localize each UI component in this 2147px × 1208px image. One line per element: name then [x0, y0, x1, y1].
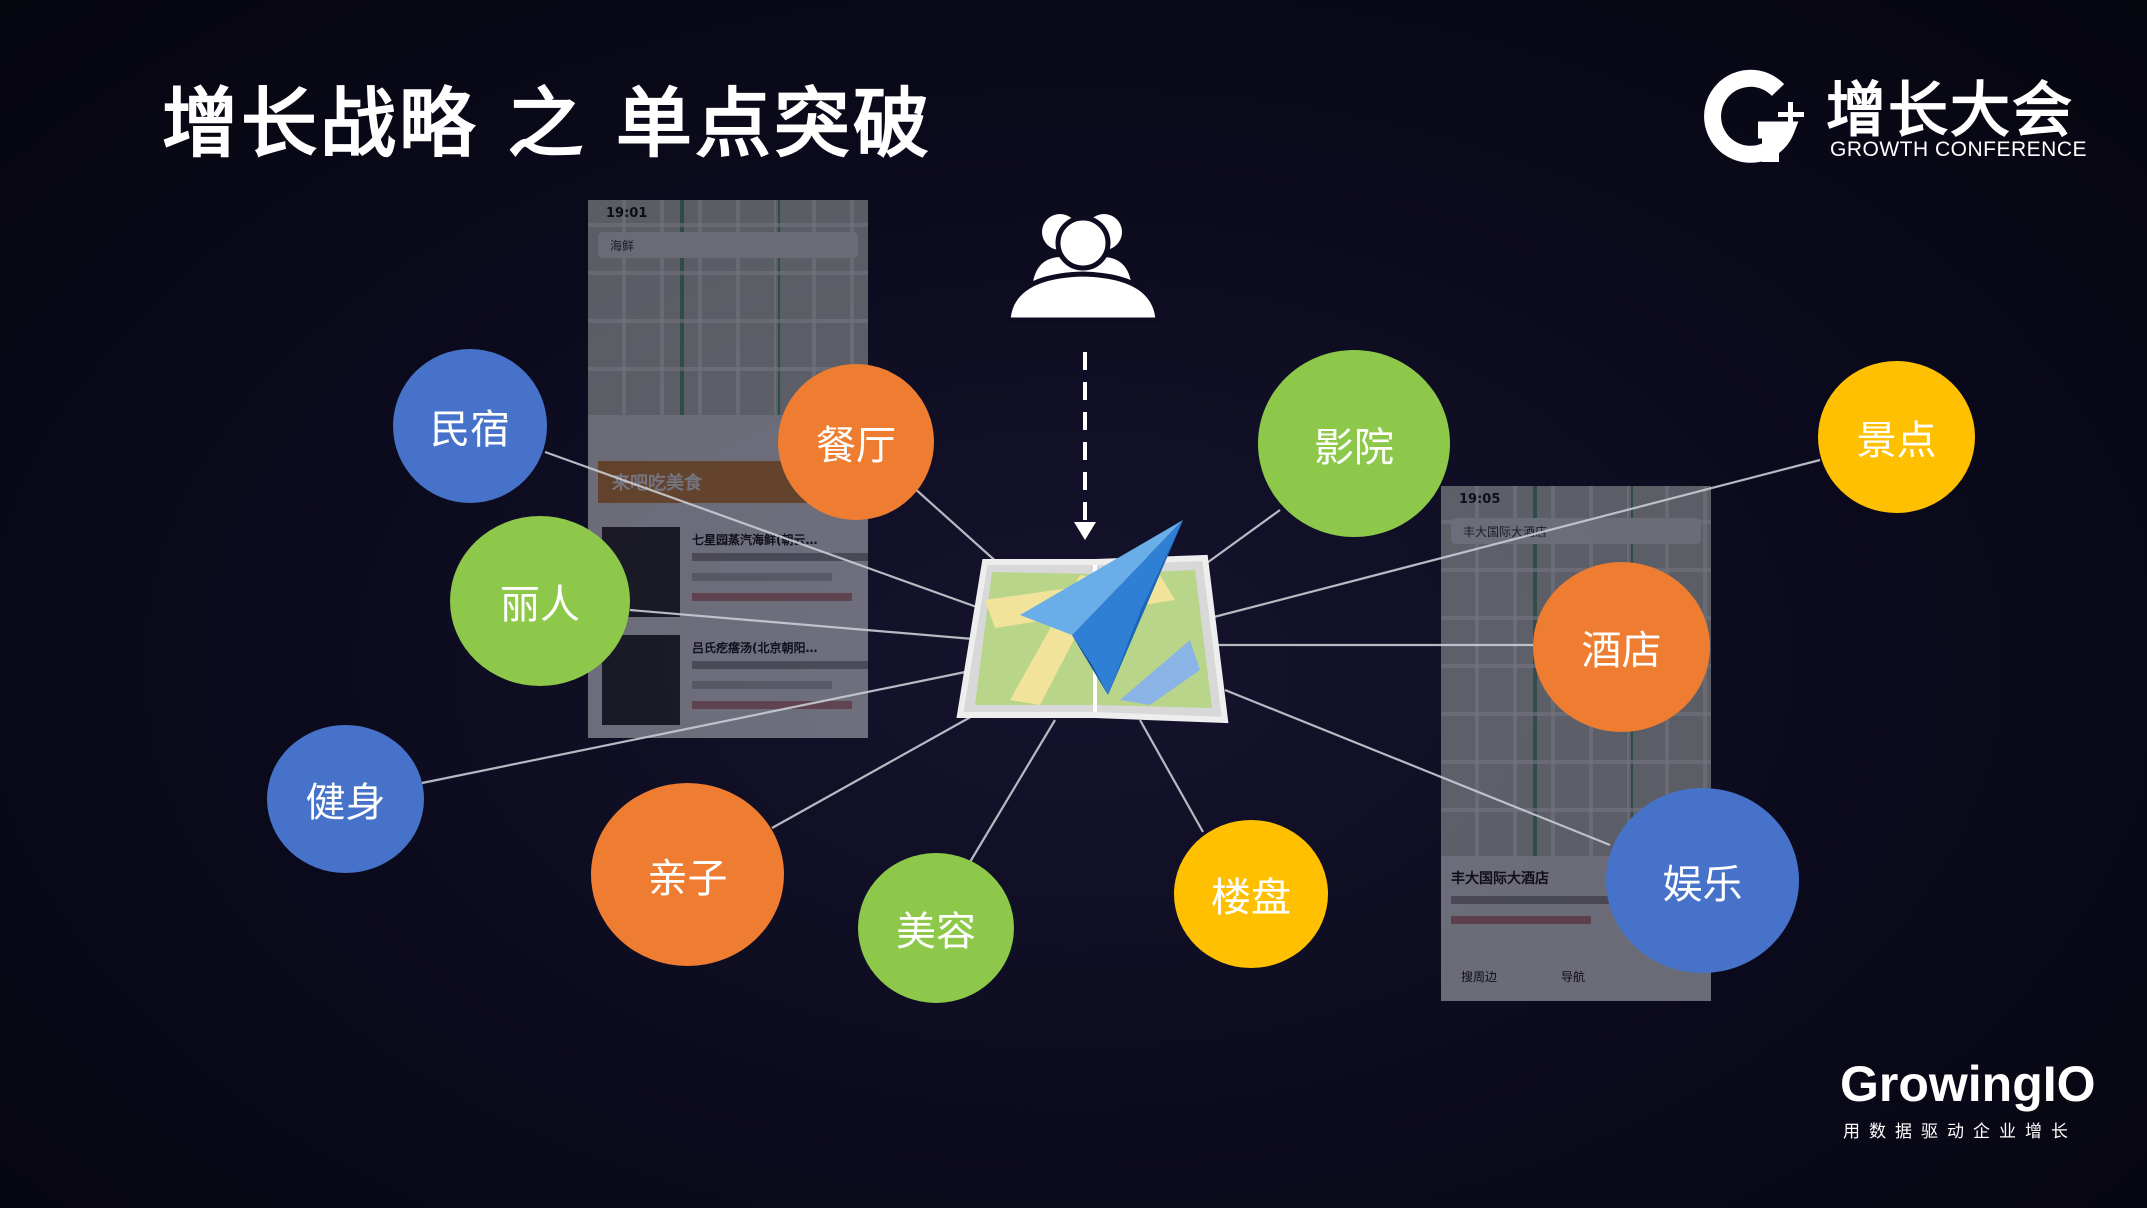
node-yule: 娱乐 — [1606, 788, 1799, 973]
listing-title: 七星园蒸汽海鲜(朝云… — [692, 533, 818, 547]
connector-line — [1139, 719, 1204, 833]
place-name: 丰大国际大酒店 — [1451, 871, 1549, 887]
connector-line — [629, 608, 986, 642]
node-jianshen: 健身 — [267, 725, 424, 873]
node-qinzi: 亲子 — [591, 783, 784, 966]
growth-conference-logo: 增长大会 GROWTH CONFERENCE — [1700, 68, 2087, 168]
connector-line — [1199, 509, 1281, 569]
node-yingyuan: 影院 — [1258, 350, 1450, 537]
connector-line — [912, 486, 1001, 566]
node-liren: 丽人 — [450, 516, 630, 686]
node-loupan: 楼盘 — [1174, 820, 1328, 968]
phone-listing-row: 吕氏疙瘩汤(北京朝阳… — [602, 635, 868, 735]
connector-line — [1224, 688, 1611, 847]
place-action-nearby: 搜周边 — [1461, 970, 1498, 984]
brand-tagline: 用数据驱动企业增长 — [1843, 1122, 2077, 1142]
listing-title: 吕氏疙瘩汤(北京朝阳… — [692, 641, 818, 655]
connector-line — [1209, 458, 1821, 620]
paper-plane-map-icon — [956, 520, 1229, 724]
listing-thumbnail — [602, 635, 680, 725]
phone-map-area — [588, 200, 868, 415]
node-jingdian: 景点 — [1818, 361, 1975, 513]
phone-status-time: 19:05 — [1459, 492, 1501, 507]
connector-line — [544, 450, 986, 612]
growth-logo-icon — [1704, 69, 1804, 163]
logo-text-cn: 增长大会 — [1826, 76, 2074, 146]
connector-line — [969, 719, 1056, 863]
place-action-navigate: 导航 — [1561, 970, 1586, 984]
node-minsu: 民宿 — [393, 349, 547, 503]
users-icon — [1005, 214, 1161, 323]
growingio-brand: GrowingIO 用数据驱动企业增长 — [1840, 1055, 2096, 1142]
brand-name: GrowingIO — [1840, 1056, 2096, 1112]
phone-search-bar: 海鲜 — [598, 232, 858, 258]
phone-status-time: 19:01 — [606, 206, 648, 221]
node-meirong: 美容 — [858, 853, 1014, 1003]
node-canting: 餐厅 — [778, 364, 934, 520]
logo-text-en: GROWTH CONFERENCE — [1830, 138, 2087, 161]
connector-line — [421, 668, 976, 785]
node-jiudian: 酒店 — [1533, 562, 1710, 732]
arrow-head — [1074, 522, 1096, 540]
slide-title: 增长战略 之 单点突破 — [162, 79, 932, 168]
